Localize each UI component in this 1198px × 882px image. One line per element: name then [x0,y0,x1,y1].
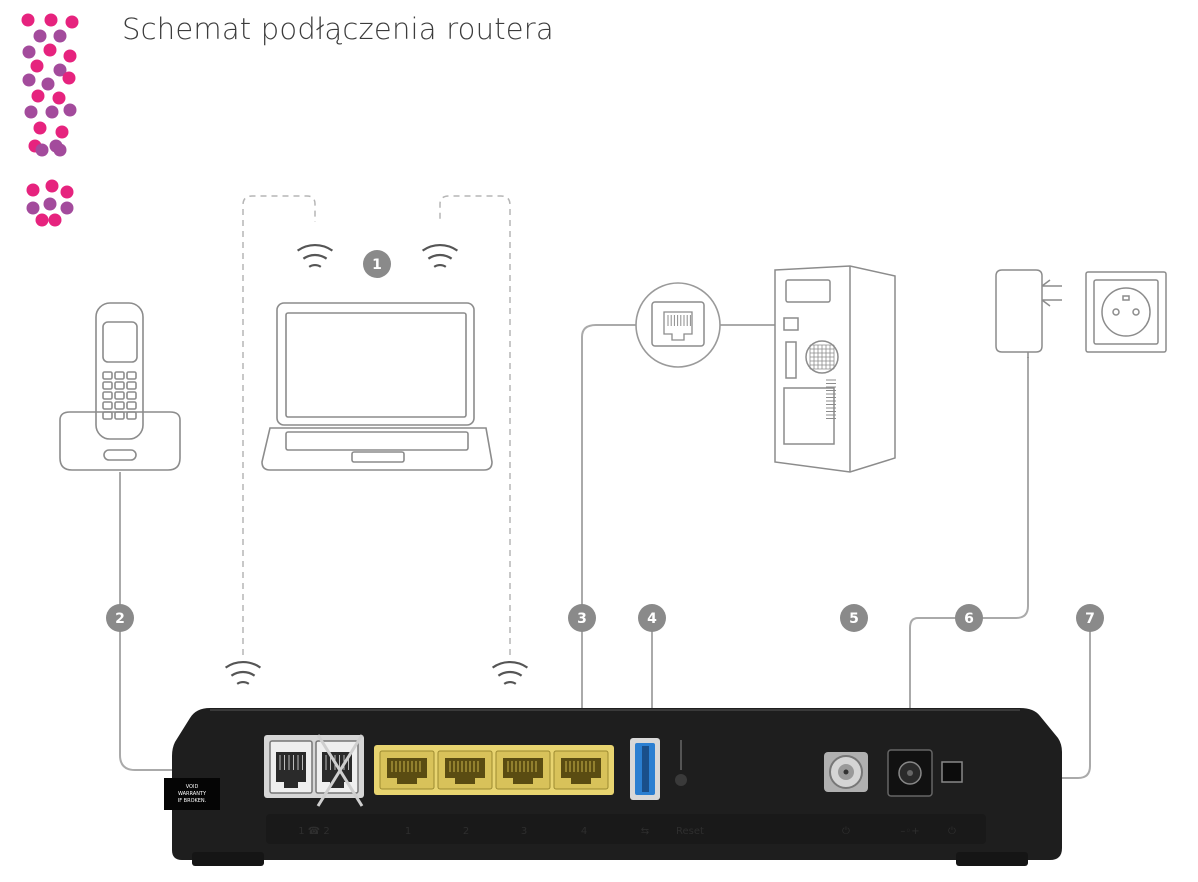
logo-dot [30,59,44,73]
aux-port [941,761,963,783]
logo-dot [41,77,55,91]
badge-6: 6 [955,604,983,632]
lan-socket [437,750,493,790]
brand-logo [21,13,79,227]
logo-dot [33,121,47,135]
wifi-dashed-left [242,195,316,655]
wifi-icon [224,661,262,685]
wifi-icon [491,661,529,685]
badge-3: 3 [568,604,596,632]
ethernet-icon [635,282,721,368]
logo-dot [52,91,66,105]
aux-cable [962,630,1091,779]
badge-label: 6 [964,611,974,627]
port-label-lan1: 1 [405,826,411,837]
port-label-lan3: 3 [521,826,527,837]
logo-dot [43,197,57,211]
router-icon: 1 ☎ 2 1 2 3 4 ⇆ Reset ⏻ –◦+ ⏻ [164,708,1062,866]
wifi-dashed-lines [242,195,511,655]
logo-dot [65,15,79,29]
port-label-power_btn: ⏻ [842,826,850,837]
logo-dot [60,201,74,215]
badge-label: 4 [647,611,657,627]
logo-dot [26,201,40,215]
warranty-sticker [164,778,220,810]
badge-label: 2 [115,611,125,627]
logo-dot [63,103,77,117]
phone-cable [119,472,272,771]
port-label-usb: ⇆ [641,826,649,837]
badge-label: 7 [1085,611,1095,627]
logo-dot [22,73,36,87]
logo-dot [63,49,77,63]
wall-socket-icon [1085,271,1167,353]
logo-dot [26,183,40,197]
logo-dot [45,105,59,119]
warranty-sticker-line-2: WARRANTY [178,791,207,797]
reset-button [675,774,687,786]
logo-dot [45,179,59,193]
lan-socket [553,750,609,790]
logo-dot [60,185,74,199]
pc-tower-icon [774,265,896,473]
badge-7: 7 [1076,604,1104,632]
logo-dot [53,143,67,157]
port-label-aux: ⏻ [948,826,956,837]
port2-disabled-cross [316,734,364,807]
port-label-tel: 1 ☎ 2 [298,826,330,837]
badge-label: 3 [577,611,587,627]
power-cable [909,357,1029,748]
rj11-socket [269,740,313,794]
logo-dot [43,43,57,57]
logo-dot [21,13,35,27]
badge-label: 5 [849,611,859,627]
logo-dot [55,125,69,139]
logo-dot [53,29,67,43]
port-label-dc_in: –◦+ [900,826,919,837]
logo-dot [35,213,49,227]
logo-dot [44,13,58,27]
logo-dot [53,63,67,77]
port-label-lan2: 2 [463,826,469,837]
badge-2: 2 [106,604,134,632]
warranty-sticker-line-3: IF BROKEN. [178,798,207,804]
coax-connector [824,752,868,792]
logo-dot [22,45,36,59]
phone-icon [59,302,181,471]
logo-dot [31,89,45,103]
port-label-reset: Reset [676,826,704,837]
logo-dot [48,213,62,227]
wifi-dashed-right [439,195,511,655]
page-title: Schemat podłączenia routera [122,12,554,46]
logo-dot [33,29,47,43]
pc-cable [581,324,638,752]
lan-socket [495,750,551,790]
laptop-icon [261,302,493,471]
power-adapter-icon [995,269,1062,358]
wifi-icon [296,244,334,268]
badge-4: 4 [638,604,666,632]
badge-1: 1 [363,250,391,278]
badge-5: 5 [840,604,868,632]
wifi-icon [421,244,459,268]
warranty-sticker-line-1: VOID [186,784,199,790]
lan-socket [379,750,435,790]
logo-dot [62,71,76,85]
logo-dot [24,105,38,119]
badge-label: 1 [372,257,382,273]
port-label-lan4: 4 [581,826,587,837]
logo-dot [35,143,49,157]
